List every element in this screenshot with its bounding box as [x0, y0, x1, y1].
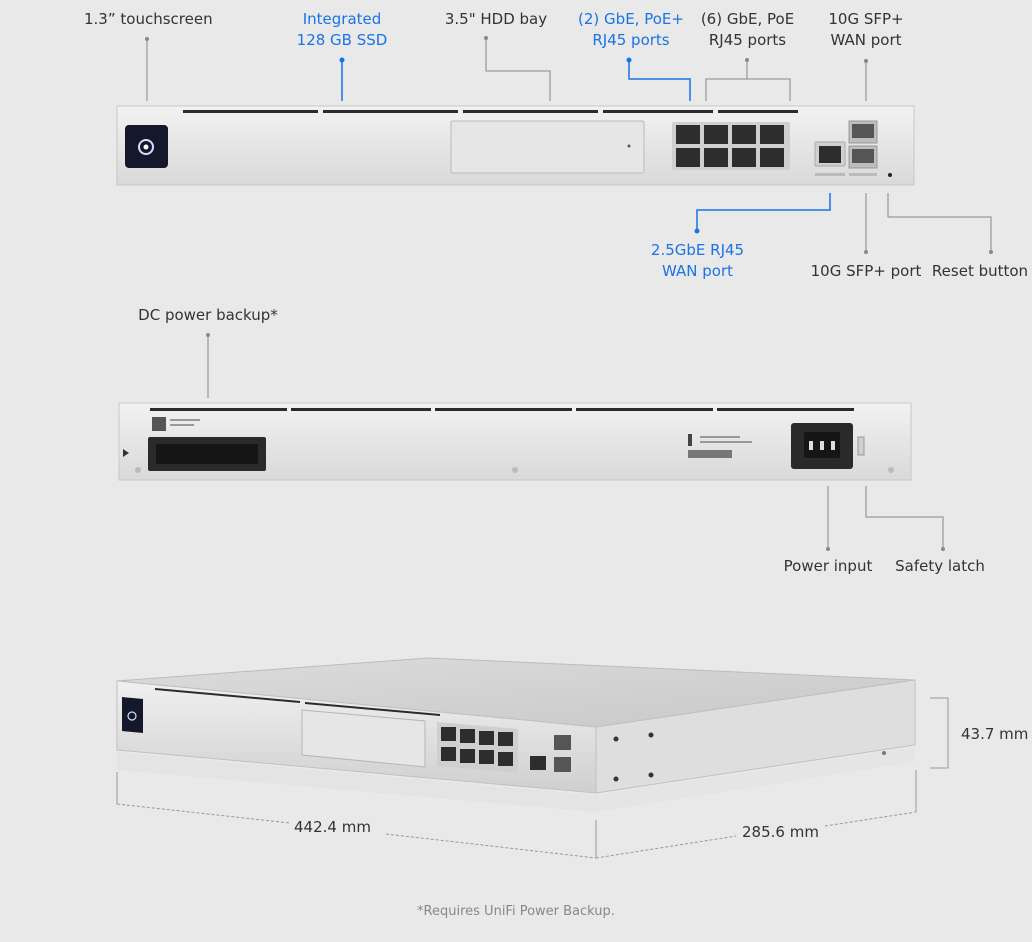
rj45-wan-port	[819, 146, 841, 163]
callout-sfp-wan-port: 10G SFP+ WAN port	[828, 10, 904, 49]
callout-touchscreen: 1.3” touchscreen	[84, 10, 213, 28]
front-callout-lines	[146, 38, 992, 252]
rj45-ports	[672, 122, 790, 170]
dimension-lines	[116, 697, 949, 859]
callout-sfp-port: 10G SFP+ port	[810, 262, 922, 280]
callout-ssd: Integrated 128 GB SSD	[296, 10, 388, 49]
front-view	[116, 105, 915, 186]
callout-rj45-wan-port: 2.5GbE RJ45 WAN port	[650, 241, 745, 280]
dimension-depth: 285.6 mm	[742, 823, 819, 841]
callout-reset-button: Reset button	[931, 262, 1029, 280]
callout-safety-latch: Safety latch	[895, 557, 985, 575]
callout-dots	[145, 36, 993, 254]
callout-power-input: Power input	[783, 557, 873, 575]
rear-view	[118, 402, 912, 481]
dimension-width: 442.4 mm	[294, 818, 371, 836]
callout-poe-ports: (6) GbE, PoE RJ45 ports	[700, 10, 795, 49]
callout-hdd-bay: 3.5" HDD bay	[444, 10, 548, 28]
safety-latch	[857, 436, 865, 456]
isometric-view	[116, 657, 916, 812]
dimension-height: 43.7 mm	[961, 725, 1029, 743]
rear-callout-lines	[207, 335, 944, 549]
callout-dc-power-backup: DC power backup*	[138, 306, 278, 324]
reset-button	[888, 173, 892, 177]
hdd-bay	[450, 120, 645, 174]
footnote: *Requires UniFi Power Backup.	[417, 904, 615, 919]
callout-poe-plus-ports: (2) GbE, PoE+ RJ45 ports	[578, 10, 684, 49]
